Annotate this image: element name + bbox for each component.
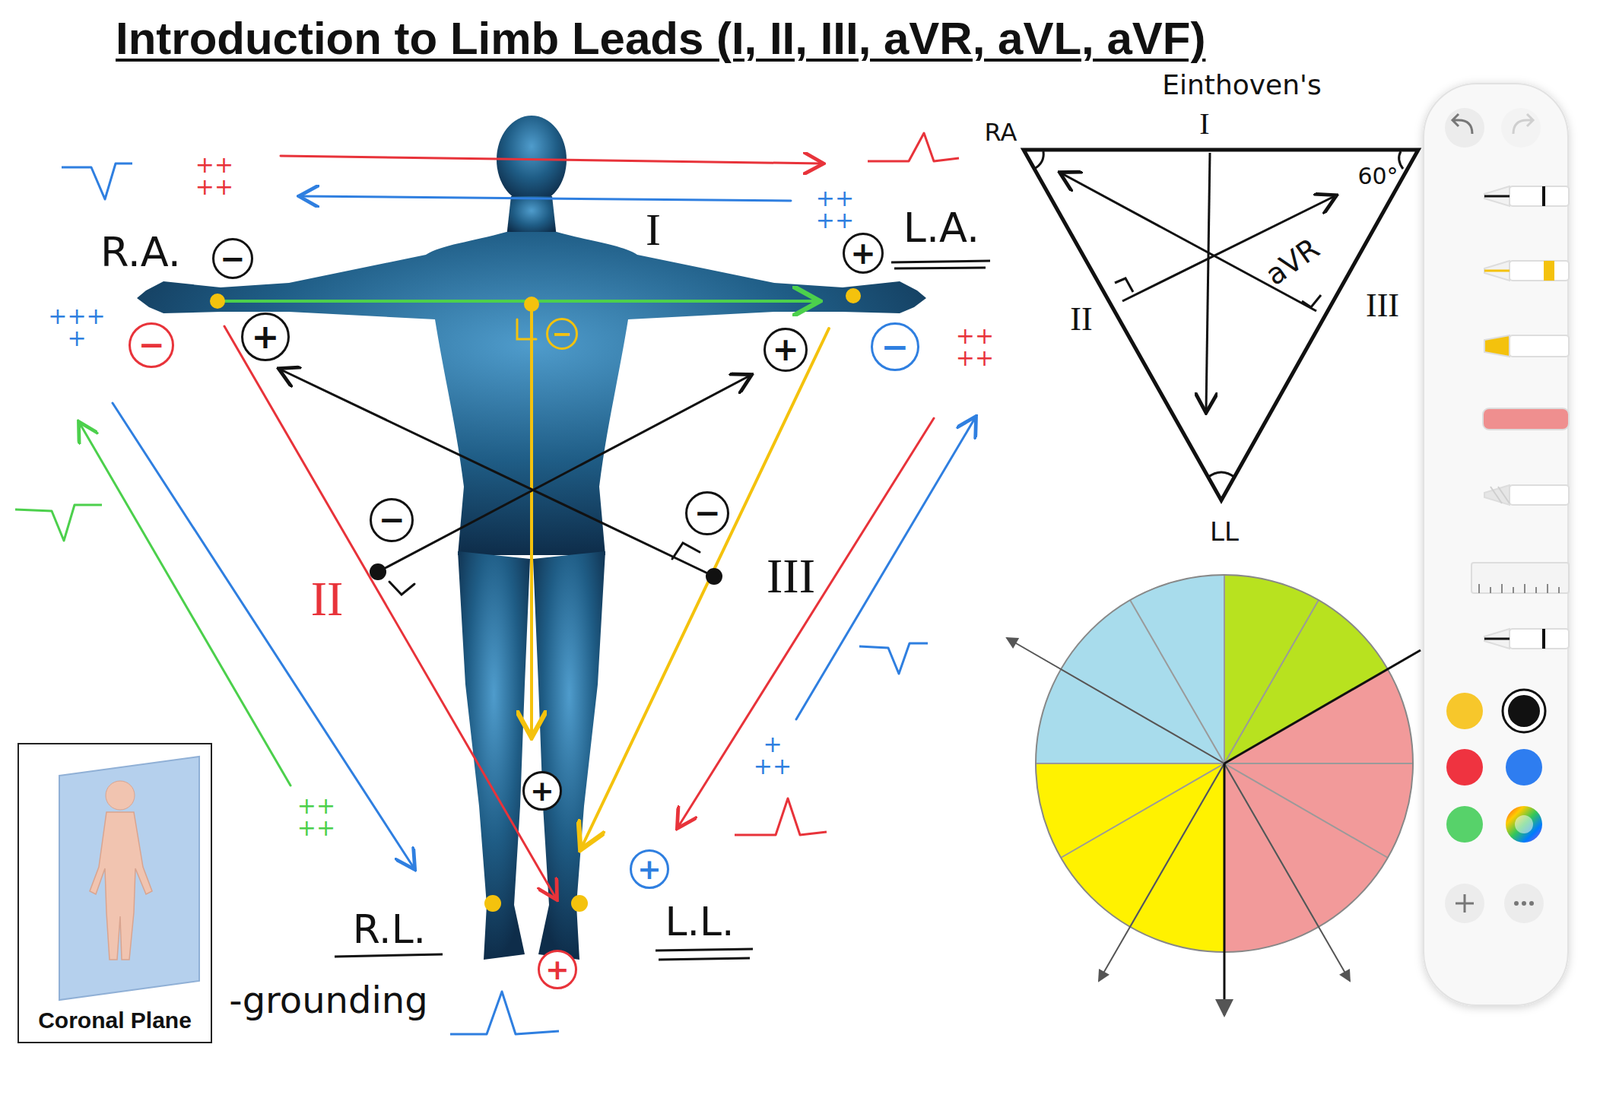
charge-marks: ++ ++ — [295, 795, 338, 839]
polarity-sign: + — [251, 320, 280, 354]
lead-label: III — [766, 550, 816, 602]
electrode-sign: − — [128, 322, 175, 369]
polarity-sign: − — [137, 329, 165, 362]
axis-wheel — [1006, 574, 1421, 1016]
figure-box: Coronal Plane — [17, 742, 213, 1044]
electrode-sign: + — [537, 949, 578, 990]
lead-label: I — [645, 206, 661, 254]
electrode-sign: − — [870, 322, 920, 372]
lead-label: R.L. — [352, 908, 426, 951]
human-figure — [136, 115, 927, 960]
charge-marks: + ++ — [751, 733, 794, 778]
title: Introduction to Limb Leads (I, II, III, … — [115, 12, 1206, 66]
lead-label: Einthoven's — [1161, 70, 1321, 100]
figure-caption: Coronal Plane — [36, 1007, 194, 1033]
lead-label: LL — [1209, 518, 1239, 547]
polarity-sign: − — [881, 330, 910, 364]
lead-label: II — [1069, 301, 1093, 337]
lead-label: II — [311, 573, 344, 625]
charge-marks: ++ ++ — [193, 154, 236, 198]
lead-label: R.A. — [100, 231, 181, 275]
lead-label: aVR — [1260, 233, 1326, 292]
lead-label: -grounding — [228, 980, 428, 1020]
electrode-sign: − — [369, 498, 414, 543]
waveforms — [15, 133, 959, 1035]
lead-label: I — [1199, 107, 1210, 140]
polarity-sign: + — [771, 333, 799, 366]
coronal-plane-figure — [59, 756, 200, 1000]
electrode-sign: − — [685, 491, 730, 536]
electrode-sign: − — [212, 238, 254, 280]
polarity-sign: + — [545, 955, 570, 985]
electrode-sign: − — [546, 317, 578, 350]
lead-arrows — [79, 155, 975, 899]
lead-label: L.L. — [665, 901, 735, 943]
lead-label: RA — [984, 120, 1018, 147]
polarity-sign: − — [377, 504, 405, 537]
charge-marks: ++ ++ — [953, 325, 997, 369]
electrode-sign: + — [629, 849, 670, 889]
lead-label: III — [1365, 288, 1400, 324]
lead-label: 60° — [1357, 164, 1398, 189]
electrode-sign: + — [842, 232, 884, 274]
einthoven-triangle — [1023, 149, 1419, 501]
charge-marks: +++ + — [44, 305, 109, 350]
electrode-dots — [209, 288, 861, 912]
polarity-sign: + — [637, 854, 662, 884]
electrode-sign: + — [763, 327, 808, 372]
polarity-sign: + — [850, 238, 877, 269]
polarity-sign: − — [552, 321, 573, 347]
lead-label: L.A. — [903, 206, 980, 251]
charge-marks: ++ ++ — [813, 187, 857, 232]
electrode-sign: + — [241, 312, 290, 362]
polarity-sign: + — [530, 776, 555, 806]
polarity-sign: − — [219, 243, 246, 274]
polarity-sign: − — [693, 497, 721, 530]
drawing-toolbar — [1423, 83, 1569, 1006]
electrode-sign: + — [522, 771, 562, 811]
underlines — [334, 260, 991, 960]
